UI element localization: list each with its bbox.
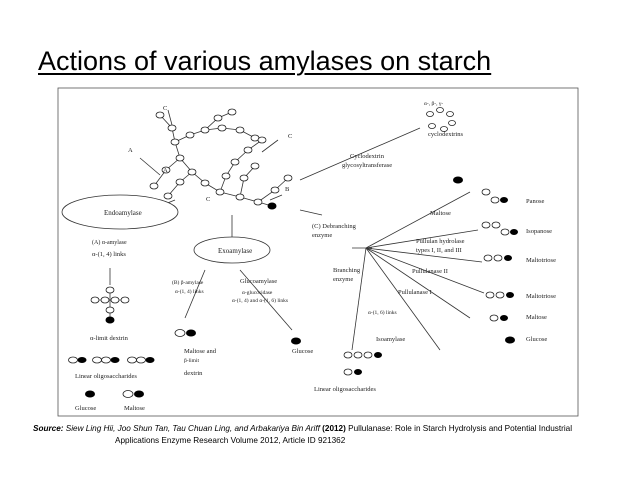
exoamylase-ellipse bbox=[193, 236, 271, 264]
source-year: (2012) bbox=[322, 424, 346, 433]
reducing-end-bead bbox=[267, 202, 277, 210]
linear-oligos-left-white bbox=[68, 356, 146, 364]
limit-dextrin-label: α-limit dextrin bbox=[90, 335, 129, 342]
right-products-black bbox=[354, 176, 518, 375]
label-b: B bbox=[285, 186, 290, 193]
cgt-label-1: Cyclodextrin bbox=[350, 153, 385, 160]
cyclo-greek-label: α-, β-, γ- bbox=[424, 101, 443, 107]
linear-oligos-left bbox=[77, 357, 155, 363]
glucosidase-label: α-glucosidase bbox=[242, 290, 273, 296]
b-links-label: α-(1, 4) links bbox=[175, 288, 204, 295]
cyclodextrin-ring bbox=[426, 107, 456, 132]
label-c1: C bbox=[163, 105, 167, 112]
maltose-right-label: Maltose bbox=[430, 210, 451, 217]
label-a2: A bbox=[163, 167, 168, 174]
slide-title: Actions of various amylases on starch bbox=[38, 46, 492, 76]
linear-oligo-left-label: Linear oligosaccharides bbox=[75, 373, 137, 380]
a-amylase-label: (A) α-amylase bbox=[92, 239, 127, 246]
maltotriose-label-1: Maltotriose bbox=[526, 257, 556, 264]
maltotriose-label-2: Maltotriose bbox=[526, 293, 556, 300]
source-label: Source: bbox=[33, 424, 64, 433]
a-links-label: α-(1, 4) links bbox=[92, 251, 126, 258]
endoamylase-ellipse bbox=[61, 194, 179, 230]
right-products-white bbox=[343, 188, 510, 376]
maltose-far-label: Maltose bbox=[526, 314, 547, 321]
label-c3: C bbox=[206, 196, 210, 203]
limit-dextrin-end bbox=[105, 316, 115, 324]
isoamylase-label: Isoamylase bbox=[376, 336, 405, 343]
a16-label: α-(1, 6) links bbox=[368, 309, 397, 316]
legend-glucose-label: Glucose bbox=[75, 405, 96, 412]
pul-hydro-label-1: Pullulan hydrolase bbox=[416, 238, 465, 245]
glucose-right-label: Glucose bbox=[526, 336, 547, 343]
beta-limit-label: β-limit bbox=[184, 358, 199, 364]
label-c2: C bbox=[288, 133, 292, 140]
legend-maltose-bead-1 bbox=[122, 390, 134, 398]
source-title: Pullulanase: Role in Starch Hydrolysis a… bbox=[348, 424, 573, 433]
branch-label-1: Branching bbox=[333, 267, 361, 274]
glucose-mid-bead bbox=[291, 337, 301, 345]
glucose-mid-label: Glucose bbox=[292, 348, 313, 355]
debranch-label-2: enzyme bbox=[312, 232, 332, 239]
source-journal: Applications Enzyme Research Volume 2012… bbox=[115, 436, 346, 445]
linear-oligo-right-label: Linear oligosaccharides bbox=[314, 386, 376, 393]
pul-hydro-label-2: types I, II, and III bbox=[416, 247, 462, 254]
b-amylase-label: (B) β-amylase bbox=[172, 279, 204, 286]
gluco-links-label: α-(1, 4) and α-(1, 6) links bbox=[232, 297, 288, 304]
pul2-label: Pullulanase II bbox=[412, 268, 448, 275]
cyclodextrins-label: cyclodextrins bbox=[428, 131, 463, 138]
branch-label-2: enzyme bbox=[333, 276, 353, 283]
maltose-and-label: Maltose and bbox=[184, 348, 217, 355]
source-citation: Source: Siew Ling Hii, Joo Shun Tan, Tau… bbox=[33, 423, 633, 447]
dextrin-label: dextrin bbox=[184, 370, 203, 377]
debranch-label-1: (C) Debranching bbox=[312, 223, 357, 230]
maltose-bead-2 bbox=[186, 329, 196, 337]
legend-maltose-label: Maltose bbox=[124, 405, 145, 412]
maltose-bead-1 bbox=[174, 329, 186, 337]
starch-beads bbox=[149, 108, 293, 206]
source-authors: Siew Ling Hii, Joo Shun Tan, Tau Chuan L… bbox=[65, 424, 320, 433]
isopanose-label: Isopanose bbox=[526, 228, 552, 235]
pul1-label: Pullulanase I bbox=[398, 289, 432, 296]
exoamylase-label: Exoamylase bbox=[218, 247, 252, 255]
endoamylase-label: Endoamylase bbox=[104, 209, 142, 217]
label-a1: A bbox=[128, 147, 133, 154]
panose-label: Panose bbox=[526, 198, 545, 205]
legend-maltose-bead-2 bbox=[134, 390, 144, 398]
limit-dextrin-product bbox=[90, 286, 130, 318]
cgt-label-2: glycosyltransferase bbox=[342, 162, 392, 169]
diagram-frame bbox=[57, 87, 579, 417]
glucoamylase-label: Glucoamylase bbox=[240, 278, 277, 285]
legend-glucose-bead bbox=[85, 390, 95, 398]
